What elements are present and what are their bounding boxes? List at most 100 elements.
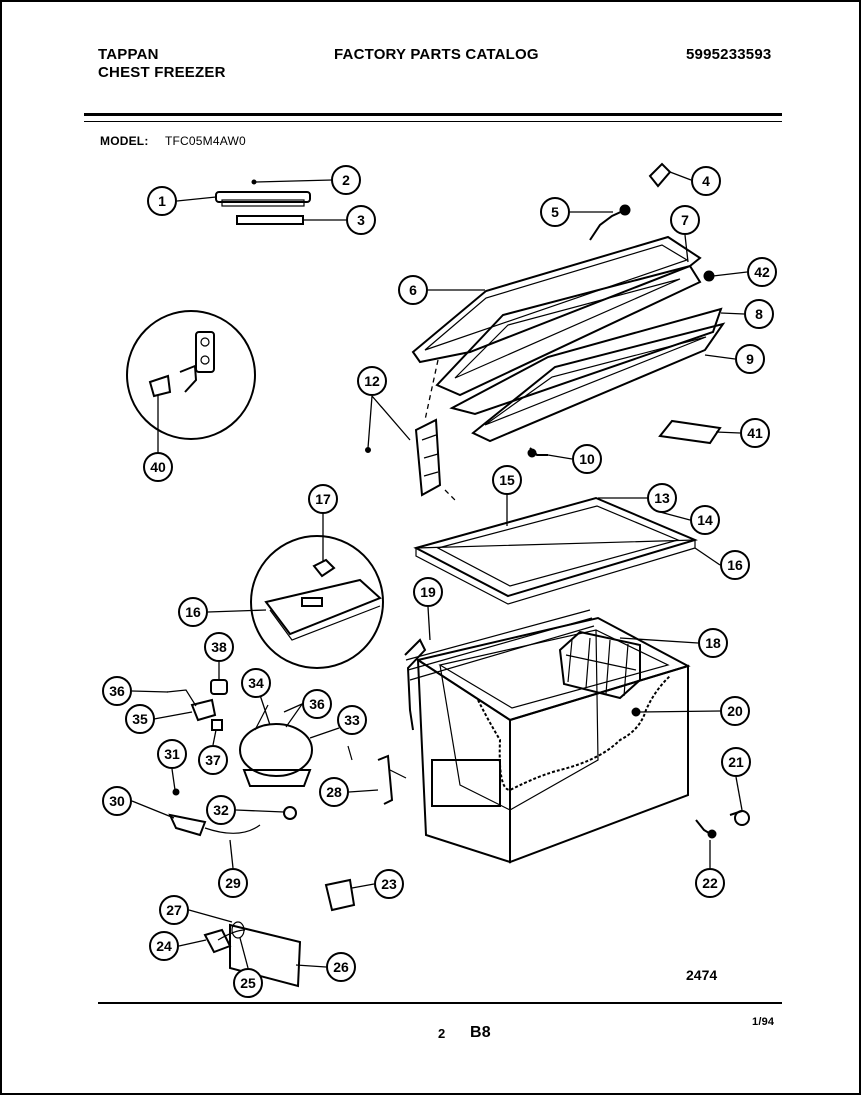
leader-14 [659,511,691,521]
leader-1 [176,196,217,202]
svg-text:17: 17 [315,491,331,507]
lid-hinge-pin-5 [589,209,626,241]
latch-screw-bottom [200,355,210,365]
hinge-assembly [365,359,456,501]
section-code: B8 [470,1024,491,1041]
relay-38 [210,679,228,695]
callout-12: 12 [357,366,387,396]
cabinet-side [509,664,689,864]
leader-7 [684,234,689,263]
catalog-number: 5995233593 [686,46,772,63]
leader-30 [131,800,175,819]
model-label: MODEL: [100,134,149,148]
header-rule-thin [84,121,782,122]
svg-text:18: 18 [705,635,721,651]
svg-text:22: 22 [702,875,718,891]
handle-base [221,199,305,207]
leader-36-right [283,703,303,713]
grommet-37 [211,719,223,731]
svg-text:1: 1 [158,193,166,209]
svg-text:5: 5 [551,204,559,220]
svg-text:32: 32 [213,802,229,818]
svg-text:12: 12 [364,373,380,389]
leader-26 [295,964,327,968]
leader-36-left [131,690,169,693]
leader-21 [735,776,743,811]
hinge-detail [421,434,439,477]
svg-text:31: 31 [164,746,180,762]
svg-text:7: 7 [681,212,689,228]
callout-20: 20 [720,696,750,726]
plug-4 [648,162,672,188]
basket-18 [558,630,641,700]
svg-text:23: 23 [381,876,397,892]
drawing-number: 2474 [686,967,717,983]
screw-42 [703,270,715,282]
callout-42: 42 [747,257,777,287]
callout-41: 41 [740,418,770,448]
power-cord [203,921,302,988]
leader-23 [351,883,375,889]
leader-37 [212,729,217,746]
callout-7: 7 [670,205,700,235]
hinge-cover-edge [269,605,381,641]
svg-text:8: 8 [755,306,763,322]
callout-36-right: 36 [302,689,332,719]
callout-23: 23 [374,869,404,899]
condenser-coils [405,609,595,681]
footer-rule [98,1002,782,1004]
hinge-screw [365,447,371,453]
latch-40 [148,374,172,398]
callout-9: 9 [735,344,765,374]
callout-1: 1 [147,186,177,216]
callout-5: 5 [540,197,570,227]
evaporator-coil-20 [477,675,671,792]
callout-22: 22 [695,868,725,898]
hinge-pin-head [619,204,631,216]
compressor-base [242,769,312,787]
svg-text:34: 34 [248,675,264,691]
callout-35: 35 [125,704,155,734]
svg-text:20: 20 [727,703,743,719]
detail-circle-16 [250,535,384,669]
revision-date: 1/94 [752,1016,775,1028]
callout-19: 19 [413,577,443,607]
thermostat-body [707,829,717,839]
leader-16-right [694,547,721,566]
cabinet [377,609,750,864]
condenser-19 [404,638,427,731]
callout-36-left: 36 [102,676,132,706]
callout-6: 6 [398,275,428,305]
leader-12 [367,395,411,449]
callout-3: 3 [346,205,376,235]
latch-keeper [179,364,198,393]
compressor-compartment [431,759,501,807]
lid-9-inner [484,336,707,426]
callout-4: 4 [691,166,721,196]
cabinet-liner [439,629,599,811]
svg-text:4: 4 [702,173,710,189]
knob-shaft [729,810,743,816]
svg-text:21: 21 [728,754,744,770]
compressor-34 [239,723,313,777]
callout-17: 17 [308,484,338,514]
model-number: TFC05M4AW0 [165,134,246,148]
brand-name: TAPPAN [98,46,159,63]
svg-text:15: 15 [499,472,515,488]
callout-29: 29 [218,868,248,898]
nameplate-41 [658,419,722,445]
leader-19 [427,606,431,641]
leader-4 [669,171,692,181]
svg-text:19: 19 [420,584,436,600]
lid-assembly [411,162,726,458]
leader-20 [639,710,721,713]
leader-42 [712,271,748,277]
callout-30: 30 [102,786,132,816]
handle-assembly [215,179,311,225]
wire-29 [204,824,261,834]
leader-31 [171,768,176,791]
callout-14: 14 [690,505,720,535]
callout-25: 25 [233,968,263,998]
leader-29 [229,839,234,869]
